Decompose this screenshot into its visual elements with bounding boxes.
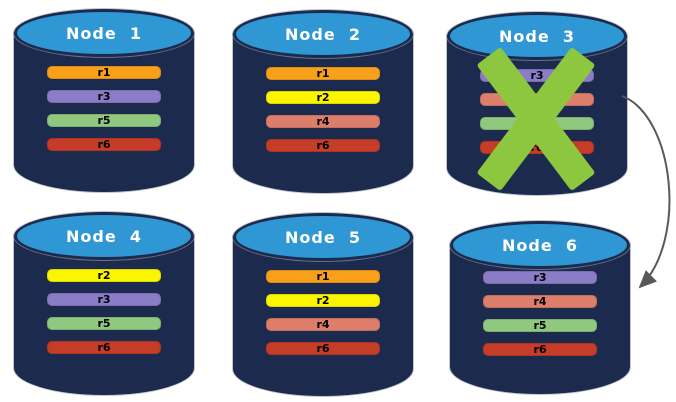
- node-4-replica-list: r2 r3 r5 r6: [14, 269, 194, 354]
- replica-bar-r5: r5: [47, 114, 161, 127]
- node-4-cylinder-body: [14, 236, 194, 395]
- node-4-cylinder-top: Node 4: [14, 212, 194, 260]
- node-5-title: Node 5: [285, 227, 361, 247]
- replica-bar-r2: r2: [266, 91, 380, 104]
- replica-bar-r3: r3: [483, 271, 597, 284]
- replica-bar-r3: r3: [47, 293, 161, 306]
- node-6-title: Node 6: [502, 235, 578, 255]
- replica-label: r4: [530, 93, 544, 106]
- replica-label: r6: [530, 141, 544, 154]
- replica-label: r2: [97, 269, 111, 282]
- node-3-replica-list: r3 r4 r5 r6: [447, 69, 627, 154]
- replica-label: r6: [97, 138, 111, 151]
- node-1-cylinder-top: Node 1: [14, 9, 194, 57]
- replica-bar-r5: r5: [483, 319, 597, 332]
- node-4: Node 4 r2 r3 r5 r6: [14, 212, 194, 395]
- replica-bar-r3: r3: [47, 90, 161, 103]
- node-1-replica-list: r1 r3 r5 r6: [14, 66, 194, 151]
- replica-label: r2: [316, 294, 330, 307]
- replica-bar-r3: r3: [480, 69, 594, 82]
- replica-bar-r4: r4: [480, 93, 594, 106]
- replica-bar-r6: r6: [47, 341, 161, 354]
- replica-label: r5: [97, 114, 111, 127]
- replica-bar-r5: r5: [47, 317, 161, 330]
- replica-label: r3: [530, 69, 544, 82]
- replica-label: r1: [97, 66, 111, 79]
- node-5: Node 5 r1 r2 r4 r6: [233, 213, 413, 396]
- node-5-replica-list: r1 r2 r4 r6: [233, 270, 413, 355]
- replica-label: r3: [97, 90, 111, 103]
- replica-bar-r5: r5: [480, 117, 594, 130]
- replica-label: r3: [97, 293, 111, 306]
- node-6: Node 6 r3 r4 r5 r6: [450, 221, 630, 394]
- replica-bar-r4: r4: [483, 295, 597, 308]
- replica-bar-r6: r6: [266, 342, 380, 355]
- replica-label: r6: [316, 139, 330, 152]
- node-6-cylinder-top: Node 6: [450, 221, 630, 269]
- replica-bar-r6: r6: [47, 138, 161, 151]
- node-5-cylinder-body: [233, 237, 413, 396]
- node-1: Node 1 r1 r3 r5 r6: [14, 9, 194, 192]
- replica-label: r2: [316, 91, 330, 104]
- node-2-cylinder-top: Node 2: [233, 10, 413, 58]
- node-1-title: Node 1: [66, 23, 142, 43]
- replica-label: r6: [97, 341, 111, 354]
- replica-label: r6: [316, 342, 330, 355]
- replica-label: r1: [316, 270, 330, 283]
- replica-bar-r2: r2: [266, 294, 380, 307]
- node-5-cylinder-top: Node 5: [233, 213, 413, 261]
- node-2-cylinder-body: [233, 34, 413, 193]
- replica-bar-r6: r6: [266, 139, 380, 152]
- replica-label: r3: [533, 271, 547, 284]
- replica-label: r4: [316, 318, 330, 331]
- replica-bar-r4: r4: [266, 115, 380, 128]
- replica-label: r4: [316, 115, 330, 128]
- node-2: Node 2 r1 r2 r4 r6: [233, 10, 413, 193]
- replica-label: r5: [97, 317, 111, 330]
- replica-bar-r6: r6: [480, 141, 594, 154]
- node-1-cylinder-body: [14, 33, 194, 192]
- replica-bar-r1: r1: [266, 67, 380, 80]
- node-3-cylinder-top: Node 3: [447, 12, 627, 60]
- replica-label: r1: [316, 67, 330, 80]
- replica-bar-r1: r1: [47, 66, 161, 79]
- node-4-title: Node 4: [66, 226, 142, 246]
- node-2-title: Node 2: [285, 24, 361, 44]
- node-3: Node 3 r3 r4 r5 r6: [447, 12, 627, 195]
- replica-bar-r1: r1: [266, 270, 380, 283]
- replica-label: r5: [533, 319, 547, 332]
- node-6-replica-list: r3 r4 r5 r6: [450, 271, 630, 356]
- replica-bar-r6: r6: [483, 343, 597, 356]
- replica-label: r5: [530, 117, 544, 130]
- replica-bar-r4: r4: [266, 318, 380, 331]
- replica-label: r4: [533, 295, 547, 308]
- replica-bar-r2: r2: [47, 269, 161, 282]
- node-2-replica-list: r1 r2 r4 r6: [233, 67, 413, 152]
- node-3-title: Node 3: [499, 26, 575, 46]
- replica-label: r6: [533, 343, 547, 356]
